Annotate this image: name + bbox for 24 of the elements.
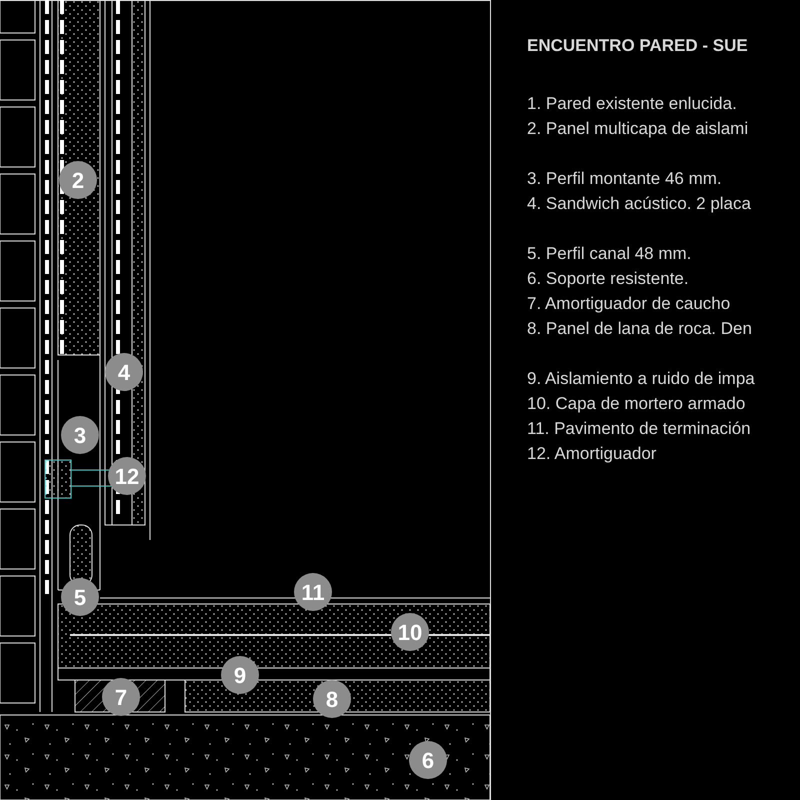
legend-item: 6. Soporte resistente. xyxy=(527,269,689,289)
legend-item: 4. Sandwich acústico. 2 placa xyxy=(527,194,751,214)
callout-number: 4 xyxy=(105,353,143,391)
callout-number: 2 xyxy=(59,161,97,199)
legend-item: 10. Capa de mortero armado xyxy=(527,394,746,414)
callout-number: 8 xyxy=(313,680,351,718)
callout-number: 9 xyxy=(221,656,259,694)
callout-number: 5 xyxy=(61,578,99,616)
legend-item: 11. Pavimento de terminación xyxy=(527,419,751,439)
callout-number: 6 xyxy=(409,741,447,779)
legend-item: 8. Panel de lana de roca. Den xyxy=(527,319,752,339)
legend-item: 12. Amortiguador xyxy=(527,444,656,464)
legend-item: 2. Panel multicapa de aislami xyxy=(527,119,748,139)
callout-number: 3 xyxy=(61,416,99,454)
callout-number: 10 xyxy=(391,613,429,651)
legend-item: 3. Perfil montante 46 mm. xyxy=(527,169,722,189)
legend-item: 7. Amortiguador de caucho xyxy=(527,294,730,314)
callout-number: 12 xyxy=(108,457,146,495)
legend-item: 1. Pared existente enlucida. xyxy=(527,94,737,114)
legend-item: 5. Perfil canal 48 mm. xyxy=(527,244,692,264)
legend-item: 9. Aislamiento a ruido de impa xyxy=(527,369,755,389)
callout-number: 7 xyxy=(102,678,140,716)
title: ENCUENTRO PARED - SUE xyxy=(527,36,748,56)
callout-number: 11 xyxy=(294,573,332,611)
